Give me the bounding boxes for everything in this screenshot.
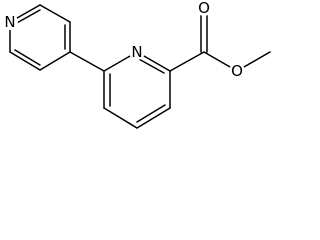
atom-n-center: N <box>129 43 145 61</box>
pyridine-ring-right <box>103 51 171 129</box>
atom-label: O <box>231 62 243 80</box>
atom-label: N <box>4 13 15 31</box>
bond <box>39 51 71 71</box>
methyl-ester-group <box>169 11 271 72</box>
bond <box>103 107 138 129</box>
bond <box>14 49 41 66</box>
atom-o-ether: O <box>229 62 245 80</box>
bond <box>169 51 205 72</box>
atom-o-carbonyl: O <box>196 0 212 17</box>
atom-label: O <box>198 0 210 17</box>
bond <box>136 104 166 123</box>
pyridine-ring-left <box>9 4 71 71</box>
atom-n-left: N <box>2 13 18 31</box>
bond <box>136 57 165 74</box>
bond <box>9 51 41 71</box>
atom-label: N <box>131 43 142 61</box>
chemical-structure: N N O O <box>2 0 271 129</box>
biaryl-bond <box>69 51 105 72</box>
bond <box>39 4 71 23</box>
bond <box>14 9 41 25</box>
bond <box>136 107 171 129</box>
